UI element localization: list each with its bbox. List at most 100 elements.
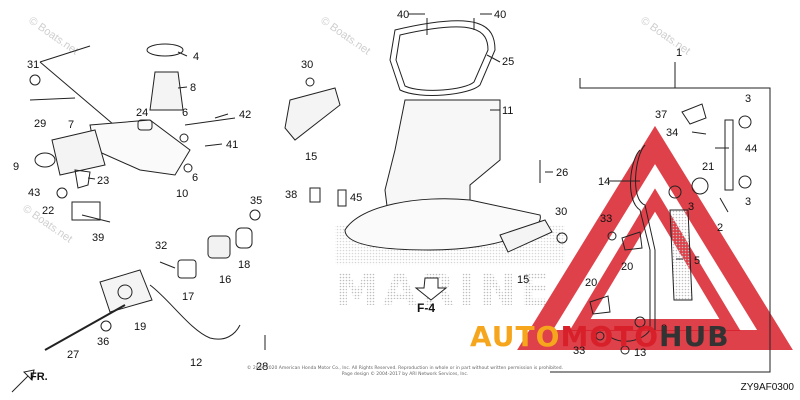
hose-14 xyxy=(604,149,651,342)
callout-13: 13 xyxy=(634,347,646,359)
brand-auto: AUTO xyxy=(470,320,561,353)
bracket-19 xyxy=(99,269,153,313)
holder-37 xyxy=(681,103,707,125)
callout-layer: 31 29 4 8 24 6 42 7 41 9 6 23 10 43 22 3… xyxy=(13,9,757,373)
pipe-44 xyxy=(724,119,734,191)
copyright-line-2: Page design © 2004-2017 by ARI Network S… xyxy=(341,372,469,377)
bolt-29 xyxy=(29,97,76,101)
grommet-21 xyxy=(691,177,709,195)
callout-28: 28 xyxy=(256,361,268,373)
washer-35 xyxy=(249,209,261,221)
cable-12 xyxy=(149,284,241,340)
plate-23 xyxy=(74,169,91,189)
callout-15b: 15 xyxy=(517,274,529,286)
copyright-notice: © 2004-2020 American Honda Motor Co., In… xyxy=(215,366,595,378)
grommet-8 xyxy=(149,71,184,111)
callout-17: 17 xyxy=(182,291,194,303)
clip-3c xyxy=(668,185,682,199)
bolt-13 xyxy=(620,345,630,355)
front-direction-label: FR. xyxy=(30,371,48,383)
assembly-1-bracket xyxy=(550,78,771,373)
clip-3a xyxy=(738,115,752,129)
brand-hub: HUB xyxy=(659,320,730,353)
copyright-line-1: © 2004-2020 American Honda Motor Co., In… xyxy=(246,366,564,371)
callout-22: 22 xyxy=(42,205,54,217)
callout-8: 8 xyxy=(190,82,196,94)
cover-15b xyxy=(499,219,553,253)
callout-30a: 30 xyxy=(301,59,313,71)
bushing-16 xyxy=(207,235,231,259)
callout-3a: 3 xyxy=(745,93,751,105)
callout-41: 41 xyxy=(226,139,238,151)
callout-1: 1 xyxy=(676,47,682,59)
callout-3c: 3 xyxy=(688,201,694,213)
spring-5 xyxy=(669,209,693,301)
nut-31 xyxy=(29,74,41,86)
callout-19: 19 xyxy=(134,321,146,333)
part-lines xyxy=(11,13,771,393)
clamp-20a xyxy=(621,231,643,251)
bracket-10 xyxy=(89,119,191,176)
clip-3b xyxy=(738,175,752,189)
callout-34: 34 xyxy=(666,127,678,139)
gasket-25 xyxy=(389,20,496,96)
ref-label-f4: F-4 xyxy=(417,301,435,315)
callout-20b: 20 xyxy=(585,277,597,289)
callout-15a: 15 xyxy=(305,151,317,163)
bolt-45 xyxy=(337,189,347,207)
callout-14: 14 xyxy=(598,176,610,188)
nut-6b xyxy=(183,163,193,173)
callout-7: 7 xyxy=(68,119,74,131)
callout-3d: 3 xyxy=(661,323,667,335)
bolt-27 xyxy=(44,304,126,351)
diagram-code: ZY9AF0300 xyxy=(740,382,794,393)
callout-27: 27 xyxy=(67,349,79,361)
callout-37: 37 xyxy=(655,109,667,121)
watermark-text: © Boats.net xyxy=(638,15,692,58)
callout-38: 38 xyxy=(285,189,297,201)
callout-31: 31 xyxy=(27,59,39,71)
callout-30b: 30 xyxy=(555,206,567,218)
clamp-9 xyxy=(34,152,56,168)
automotohub-brand: AUTOMOTOHUB xyxy=(470,320,730,353)
plug-38 xyxy=(309,187,321,203)
callout-16: 16 xyxy=(219,274,231,286)
callout-11: 11 xyxy=(502,105,513,117)
callout-20a: 20 xyxy=(621,261,633,273)
nut-33b xyxy=(595,331,605,341)
clamp-2 xyxy=(719,197,729,213)
callout-4: 4 xyxy=(193,51,199,63)
callout-23: 23 xyxy=(97,175,109,187)
watermark-text: © Boats.net xyxy=(318,15,372,58)
leader-line xyxy=(39,61,121,131)
screw-32 xyxy=(159,261,176,269)
ref-arrow-icon xyxy=(414,277,448,301)
callout-32: 32 xyxy=(155,240,167,252)
collar-18 xyxy=(235,227,253,249)
callout-12: 12 xyxy=(190,357,202,369)
callout-39: 39 xyxy=(92,232,104,244)
washer-43 xyxy=(56,187,68,199)
callout-44: 44 xyxy=(745,143,757,155)
bolt-34 xyxy=(691,131,707,135)
callout-45: 45 xyxy=(350,192,362,204)
nut-33a xyxy=(607,231,617,241)
front-direction-arrow-icon xyxy=(11,369,35,393)
callout-33b: 33 xyxy=(573,345,585,357)
callout-36: 36 xyxy=(97,336,109,348)
marine-text: MARINE xyxy=(335,265,554,316)
callout-6b: 6 xyxy=(192,172,198,184)
callout-40b: 40 xyxy=(494,9,506,21)
washer-36 xyxy=(100,320,112,332)
bolt-30a xyxy=(305,77,315,87)
callout-29: 29 xyxy=(34,118,46,130)
callout-21: 21 xyxy=(702,161,714,173)
brand-moto: MOTO xyxy=(560,320,660,353)
callout-2: 2 xyxy=(717,222,723,234)
callout-5: 5 xyxy=(694,255,700,267)
watermark-text: © Boats.net xyxy=(26,15,80,58)
callout-6a: 6 xyxy=(182,107,188,119)
callout-18: 18 xyxy=(238,259,250,271)
